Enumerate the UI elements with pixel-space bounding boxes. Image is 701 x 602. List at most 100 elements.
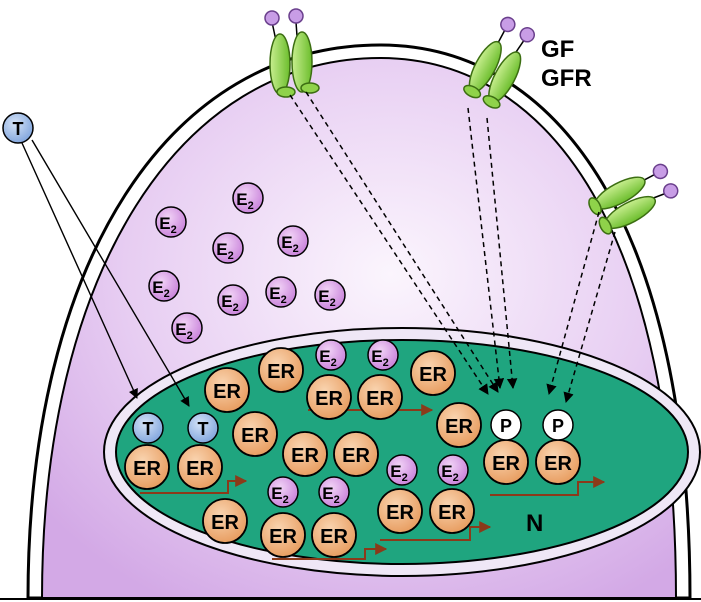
er-molecule: ER	[260, 512, 306, 558]
e2-molecule: E2	[155, 206, 187, 238]
e2-label: E2	[271, 484, 288, 506]
e2-label: E2	[269, 284, 286, 306]
gfr-subunit	[291, 31, 313, 93]
e2-label: E2	[441, 462, 458, 484]
growth-factor-ligand	[264, 10, 280, 26]
nuclear-er-molecules: ER ER ER ER ER ER ER ER ER ER ER ER ER E…	[124, 347, 581, 558]
e2-label: E2	[318, 287, 335, 309]
er-label: ER	[186, 458, 214, 480]
e2-label: E2	[216, 240, 233, 262]
e2-molecule: E2	[386, 454, 418, 486]
er-molecule: ER	[204, 367, 250, 413]
er-label: ER	[269, 526, 297, 548]
growth-factor-ligand	[652, 163, 669, 180]
e2-label: E2	[159, 214, 176, 236]
er-molecule: ER	[311, 512, 357, 558]
er-label: ER	[211, 512, 239, 534]
gfr-anchor	[482, 95, 501, 109]
er-label: ER	[241, 425, 269, 447]
e2-molecule: E2	[315, 339, 347, 371]
e2-molecule: E2	[277, 225, 309, 257]
nucleus	[115, 339, 689, 565]
nuclear-e2-molecules: E2 E2 E2 E2 E2 E2	[267, 339, 469, 508]
e2-label: E2	[319, 347, 336, 369]
er-molecule: ER	[232, 411, 278, 457]
testosterone-arrows	[21, 139, 190, 407]
gfr-anchor	[276, 86, 296, 98]
nucleus-label: N	[526, 510, 543, 537]
gfr-anchor	[588, 197, 602, 216]
e2-molecule: E2	[265, 276, 297, 308]
e2-label: E2	[152, 278, 169, 300]
gfr-complex-right-top	[463, 16, 536, 109]
e2-label: E2	[322, 484, 339, 506]
testosterone-label: T	[198, 419, 209, 439]
nuclear-t-molecules: T T	[132, 412, 219, 444]
gfr-anchor	[300, 82, 320, 94]
growth-factor-ligand	[662, 183, 679, 199]
gfr-complex-top	[264, 8, 320, 98]
er-label: ER	[291, 445, 319, 467]
e2-label: E2	[371, 347, 388, 369]
testosterone-label: T	[13, 119, 24, 139]
er-molecule: ER	[410, 350, 456, 396]
testosterone-molecule: T	[187, 412, 219, 444]
er-molecule: ER	[258, 347, 304, 393]
gf-label: GF	[541, 36, 574, 63]
phosphate-label: P	[500, 416, 512, 436]
e2-molecule: E2	[318, 476, 350, 508]
e2-label: E2	[175, 320, 192, 342]
phosphate-molecule: P	[542, 409, 574, 441]
growth-factor-ligand	[500, 16, 516, 33]
er-molecule: ER	[177, 444, 223, 490]
er-molecule: ER	[124, 444, 170, 490]
gfr-signal-arrows	[289, 91, 616, 404]
testosterone-molecule: T	[132, 412, 164, 444]
er-label: ER	[342, 445, 370, 467]
er-label: ER	[320, 526, 348, 548]
gfr-anchor	[598, 216, 613, 235]
er-molecule: ER	[436, 402, 482, 448]
er-molecule: ER	[306, 374, 352, 420]
er-label: ER	[267, 361, 295, 383]
er-molecule: ER	[535, 439, 581, 485]
er-label: ER	[544, 453, 572, 475]
er-label: ER	[492, 453, 520, 475]
e2-label: E2	[221, 292, 238, 314]
er-molecule: ER	[333, 431, 379, 477]
e2-molecule: E2	[212, 232, 244, 264]
er-label: ER	[419, 364, 447, 386]
er-molecule: ER	[282, 431, 328, 477]
er-label: ER	[386, 502, 414, 524]
phosphate-molecules: P P	[490, 409, 574, 441]
gfr-complex-right	[588, 163, 679, 235]
e2-molecule: E2	[437, 454, 469, 486]
e2-molecule: E2	[232, 182, 264, 214]
er-molecule: ER	[483, 439, 529, 485]
testosterone-label: T	[143, 419, 154, 439]
growth-factor-ligand	[519, 27, 536, 43]
gfr-anchor	[463, 84, 482, 99]
e2-label: E2	[281, 233, 298, 255]
er-molecule: ER	[429, 488, 475, 534]
er-label: ER	[315, 388, 343, 410]
e2-molecule: E2	[217, 284, 249, 316]
cytoplasmic-e2-molecules: E2 E2 E2 E2 E2 E2 E2 E2	[148, 182, 346, 344]
growth-factor-ligand	[288, 8, 304, 24]
er-label: ER	[366, 388, 394, 410]
er-molecule: ER	[202, 498, 248, 544]
e2-label: E2	[236, 190, 253, 212]
er-molecule: ER	[357, 374, 403, 420]
er-label: ER	[438, 502, 466, 524]
e2-label: E2	[390, 462, 407, 484]
er-molecule: ER	[377, 488, 423, 534]
er-label: ER	[445, 416, 473, 438]
testosterone-molecule	[2, 112, 34, 144]
er-label: ER	[213, 381, 241, 403]
testosterone-outside: T	[2, 112, 34, 144]
e2-molecule: E2	[314, 279, 346, 311]
er-label: ER	[133, 458, 161, 480]
phosphate-molecule: P	[490, 409, 522, 441]
e2-molecule: E2	[367, 339, 399, 371]
